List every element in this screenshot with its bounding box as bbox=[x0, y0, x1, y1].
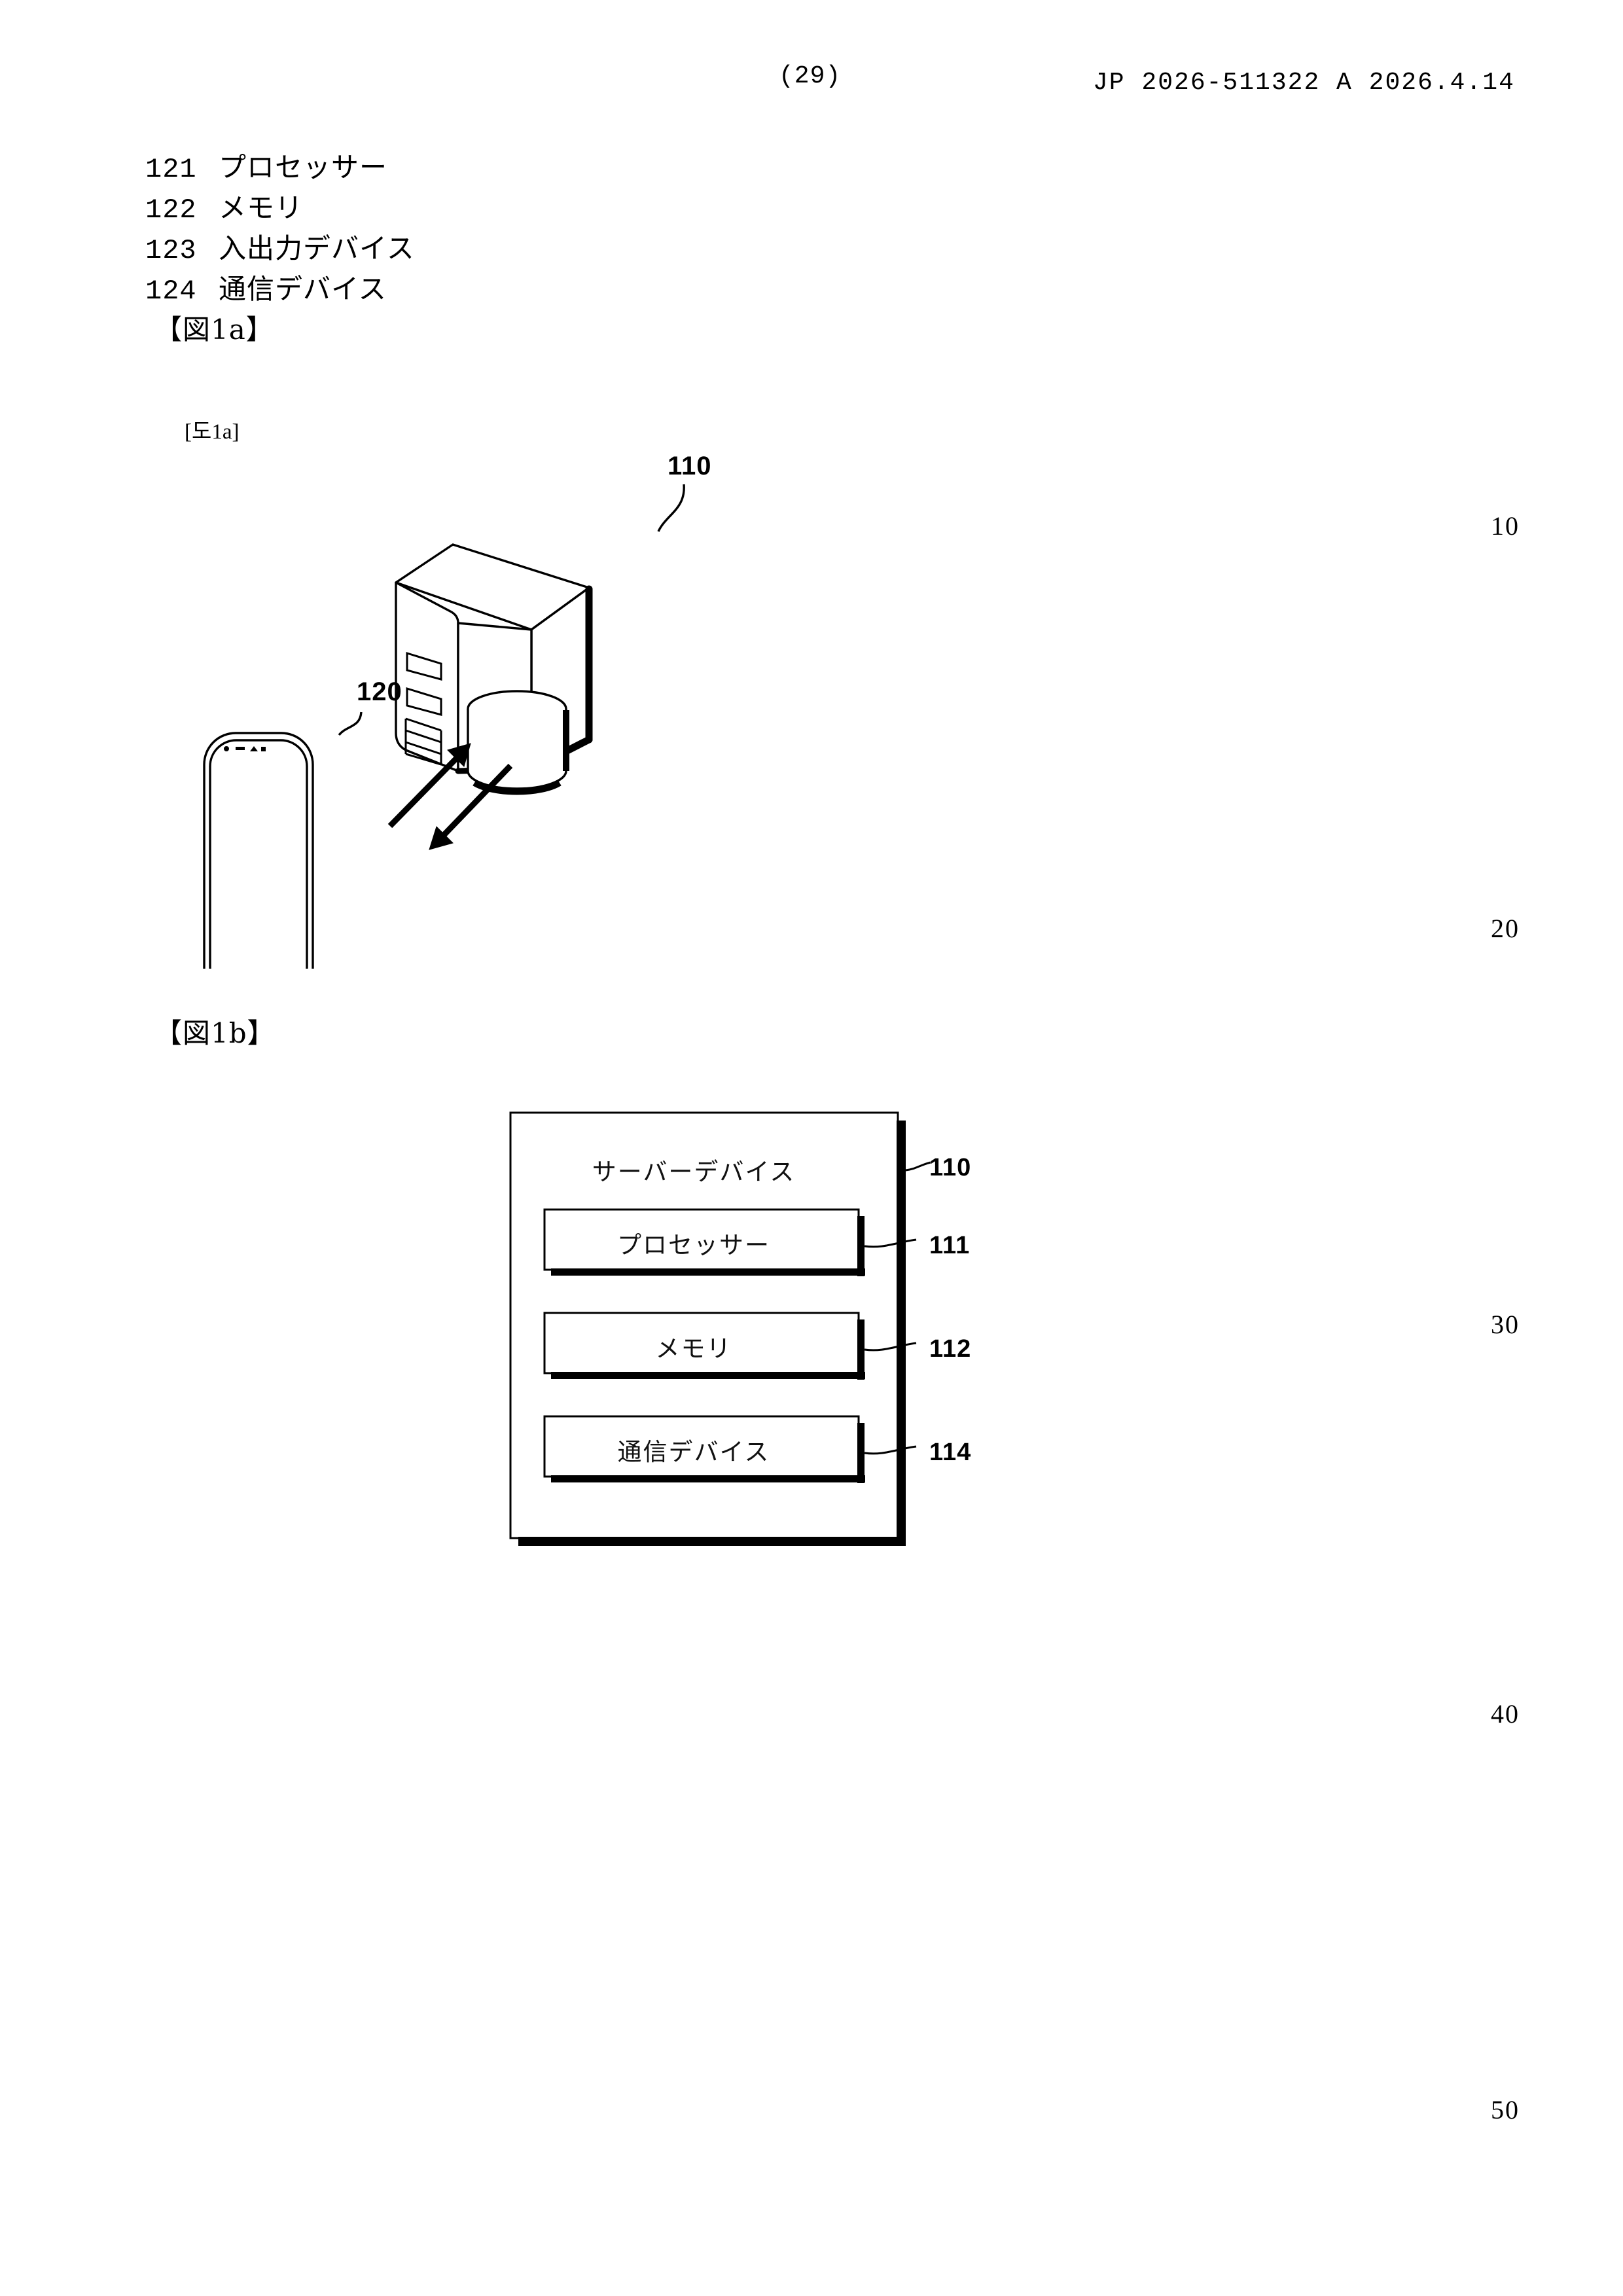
callout-processor-111: 111 bbox=[929, 1232, 971, 1259]
reference-label: プロセッサー bbox=[219, 151, 388, 183]
memory-block-frame bbox=[543, 1312, 865, 1380]
callout-server-device-110: 110 bbox=[929, 1154, 972, 1181]
phone-sensor-icons bbox=[224, 746, 266, 751]
smartphone-illustration bbox=[203, 732, 314, 1001]
list-item: 122 メモリ bbox=[145, 186, 800, 226]
reference-numeral-list: 121 プロセッサー 122 メモリ 123 入出力デバイス 124 通信デバイ… bbox=[145, 145, 800, 308]
leader-line-110 bbox=[657, 484, 685, 532]
reference-label: 通信デバイス bbox=[219, 273, 387, 305]
reference-number: 123 bbox=[145, 235, 197, 266]
callout-memory-112: 112 bbox=[929, 1335, 972, 1363]
communication-block-label: 通信デバイス bbox=[617, 1438, 770, 1466]
database-cylinder bbox=[467, 690, 569, 795]
figure-1b-drawing bbox=[509, 1111, 931, 1546]
figure-1b: サーバーデバイス プロセッサー メモリ 通信デバイス 110 111 112 1… bbox=[484, 1086, 1113, 1597]
processor-block-label: プロセッサー bbox=[617, 1231, 770, 1259]
leader-line-120 bbox=[338, 711, 363, 736]
figure-1a-korean-label: [도1a] bbox=[185, 420, 240, 444]
page-number: (29) bbox=[779, 62, 842, 90]
list-item: 124 通信デバイス bbox=[145, 267, 800, 308]
margin-line-number: 30 bbox=[1491, 1310, 1520, 1339]
communication-arrows bbox=[387, 743, 513, 850]
callout-server-110: 110 bbox=[668, 452, 712, 480]
list-item: 121 プロセッサー bbox=[145, 145, 800, 186]
leader-line-110 bbox=[905, 1161, 931, 1172]
figure-1b-caption: 【図1b】 bbox=[154, 1017, 276, 1049]
server-vent-slots-lower bbox=[404, 717, 442, 766]
margin-line-number: 50 bbox=[1491, 2095, 1520, 2125]
reference-label: 入出力デバイス bbox=[219, 232, 415, 264]
reference-number: 121 bbox=[145, 154, 197, 185]
server-vent-slots-upper bbox=[406, 651, 442, 716]
processor-block-frame bbox=[543, 1208, 865, 1276]
reference-number: 122 bbox=[145, 194, 197, 226]
margin-line-number: 10 bbox=[1491, 511, 1520, 541]
list-item: 123 入出力デバイス bbox=[145, 226, 800, 267]
reference-label: メモリ bbox=[219, 192, 304, 224]
memory-block-label: メモリ bbox=[655, 1335, 732, 1363]
margin-line-number: 20 bbox=[1491, 914, 1520, 943]
reference-number: 124 bbox=[145, 276, 197, 307]
server-device-title: サーバーデバイス bbox=[592, 1158, 796, 1186]
leader-line-111 bbox=[864, 1238, 917, 1248]
publication-identifier: JP 2026-511322 A 2026.4.14 bbox=[1093, 69, 1515, 97]
leader-line-114 bbox=[864, 1445, 917, 1455]
figure-1a-drawing bbox=[203, 484, 685, 1001]
communication-block-frame bbox=[543, 1415, 865, 1483]
callout-communication-114: 114 bbox=[929, 1439, 972, 1466]
figure-1a: [도1a] bbox=[131, 393, 1047, 1001]
margin-line-number: 40 bbox=[1491, 1699, 1520, 1729]
figure-1a-caption: 【図1a】 bbox=[154, 314, 274, 346]
callout-phone-120: 120 bbox=[357, 677, 402, 706]
leader-line-112 bbox=[864, 1342, 917, 1352]
